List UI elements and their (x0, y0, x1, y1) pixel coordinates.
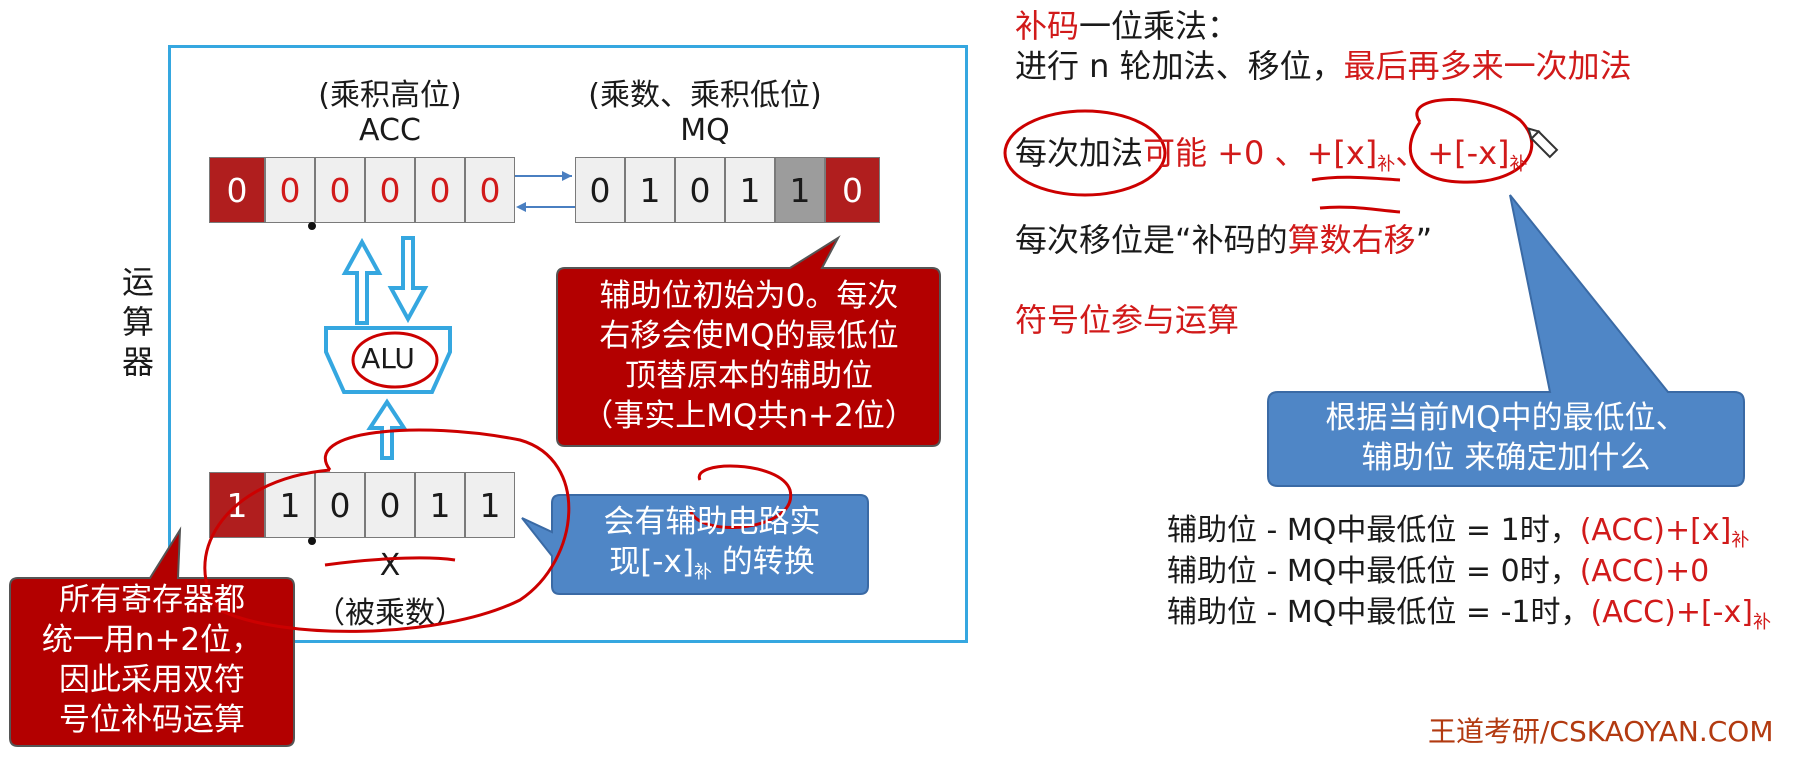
cpu-frame (168, 45, 968, 643)
acc-to-alu-arrow (387, 236, 429, 324)
mq-aux-bit: 0 (825, 157, 880, 223)
pencil-icon (1527, 127, 1559, 159)
acc-bit: 0 (465, 157, 515, 223)
x-strike (324, 556, 456, 567)
acc-bit: 0 (365, 157, 415, 223)
aux-callout-text: 辅助位初始为0。每次 右移会使MQ的最低位 顶替原本的辅助位 （事实上MQ共n+… (582, 278, 916, 434)
rule-callout-text: 根据当前MQ中的最低位、 辅助位 来确定加什么 (1325, 400, 1687, 476)
rule-row: 辅助位 - MQ中最低位 = 0时，(ACC)+0 (1167, 554, 1710, 589)
x-binary-point (308, 537, 316, 545)
alu-label: ALU (361, 342, 415, 375)
acc-sign-bit: 0 (209, 157, 265, 223)
notes-line3: 每次加法可能 +0 、+[x]补、+[-x]补 (1015, 134, 1528, 175)
acc-bit: 0 (415, 157, 465, 223)
alu-annotation-circle (351, 331, 439, 389)
mq-name: MQ (680, 113, 730, 148)
conv-callout-line2: 现[-x]补 的转换 (609, 544, 815, 583)
conv-callout-text: 会有辅助电路实 现[-x]补 的转换 (560, 502, 864, 593)
regs-callout-bg (9, 526, 295, 747)
mq-bit: 1 (725, 157, 775, 223)
notes-line4: 每次移位是“补码的算数右移” (1015, 221, 1433, 259)
notes-title: 补码一位乘法： (1015, 7, 1240, 45)
x-bit: 1 (465, 472, 515, 538)
mq-bit: 0 (675, 157, 725, 223)
mq-caption: (乘数、乘积低位) (588, 78, 822, 113)
rule-row: 辅助位 - MQ中最低位 = 1时，(ACC)+[x]补 (1167, 513, 1750, 551)
mq-bit: 0 (575, 157, 625, 223)
acc-name: ACC (359, 113, 421, 148)
acc-binary-point (308, 222, 316, 230)
mq-bit: 1 (625, 157, 675, 223)
rule-callout-bg (1267, 194, 1745, 487)
x-name: X (379, 548, 401, 583)
aux-callout-bg (556, 235, 941, 447)
alu-to-acc-arrow (341, 237, 383, 325)
rule-row: 辅助位 - MQ中最低位 = -1时，(ACC)+[-x]补 (1167, 595, 1771, 633)
x-bit: 1 (415, 472, 465, 538)
mq-lowest-bit: 1 (775, 157, 825, 223)
acc-bit: 0 (315, 157, 365, 223)
x-bit: 0 (365, 472, 415, 538)
notes-line5: 符号位参与运算 (1015, 301, 1240, 339)
addition-annotation-circle (1003, 109, 1167, 197)
cpu-side-label: 运 算 器 (121, 263, 154, 381)
x-annotation-loop (203, 428, 571, 633)
acc-bit: 0 (265, 157, 315, 223)
x-bit: 0 (315, 472, 365, 538)
conv-callout-line1: 会有辅助电路实 (603, 504, 821, 540)
watermark: 王道考研/CSKAOYAN.COM (1428, 715, 1774, 748)
conv-callout-bg (521, 494, 869, 595)
regs-callout-text: 所有寄存器都 统一用n+2位， 因此采用双符 号位补码运算 (41, 582, 263, 738)
conv-annotation-circle (688, 464, 793, 529)
negx-annotation-circle (1409, 98, 1534, 184)
notes-line2: 进行 n 轮加法、移位，最后再多来一次加法 (1015, 47, 1632, 85)
acc-caption: (乘积高位) (318, 78, 462, 113)
alu-shape (324, 326, 452, 394)
